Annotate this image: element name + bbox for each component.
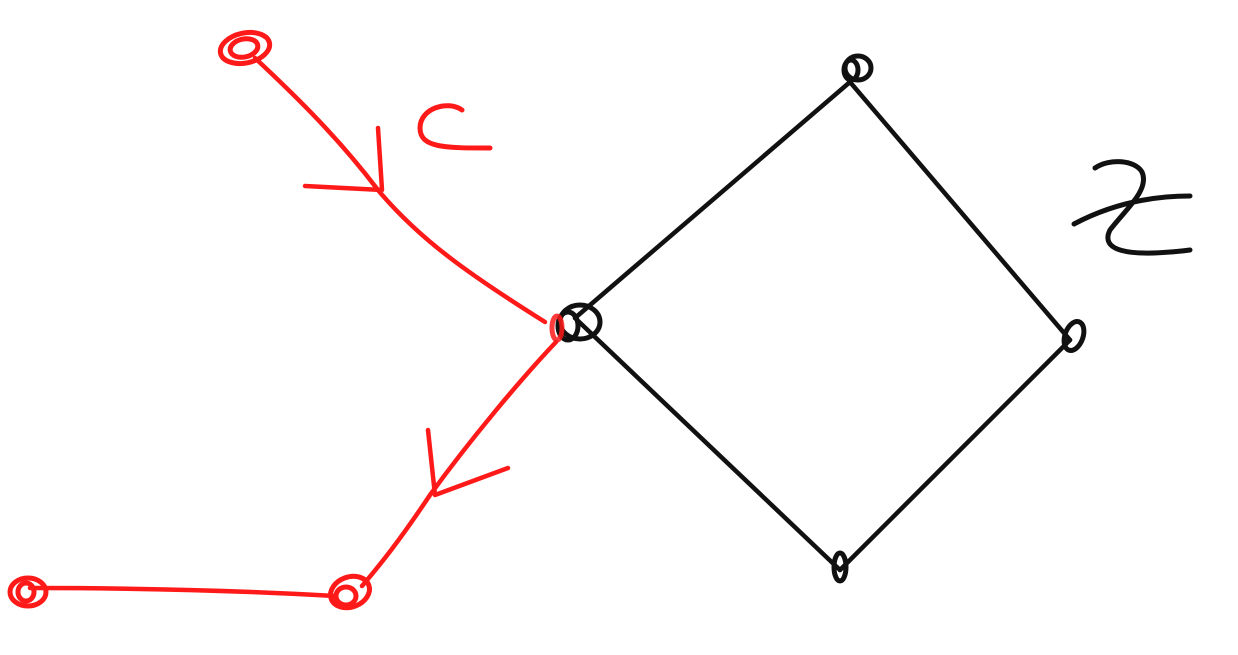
label-c-stroke [417,103,493,151]
label-z-group: z [1071,159,1193,256]
graph-vertex-top [841,53,874,83]
label-z-stroke [1092,159,1193,256]
graph-edge-bottom-left [572,315,843,573]
path-vertex-end [7,575,49,609]
square-graph [555,53,1087,584]
path-edge-lower [27,585,338,599]
path-c [7,29,565,611]
label-c-group: c [417,103,493,151]
path-end-at-shared-vertex [549,313,565,343]
graph-vertex-right [1061,319,1087,353]
path-edge-upper [252,55,548,325]
path-edge-middle [359,339,559,589]
graph-vertex-shared [555,302,603,343]
graph-vertex-bottom [831,550,849,584]
arrowhead-lower [425,427,511,498]
path-vertex-mid [328,573,372,611]
path-vertex-start [217,29,273,67]
graph-edge-right-bottom [837,337,1073,573]
graph-edge-top-right [847,79,1073,343]
graph-edge-left-top [572,79,853,321]
label-z-crossbar [1071,193,1193,227]
arrowhead-upper [302,125,385,193]
